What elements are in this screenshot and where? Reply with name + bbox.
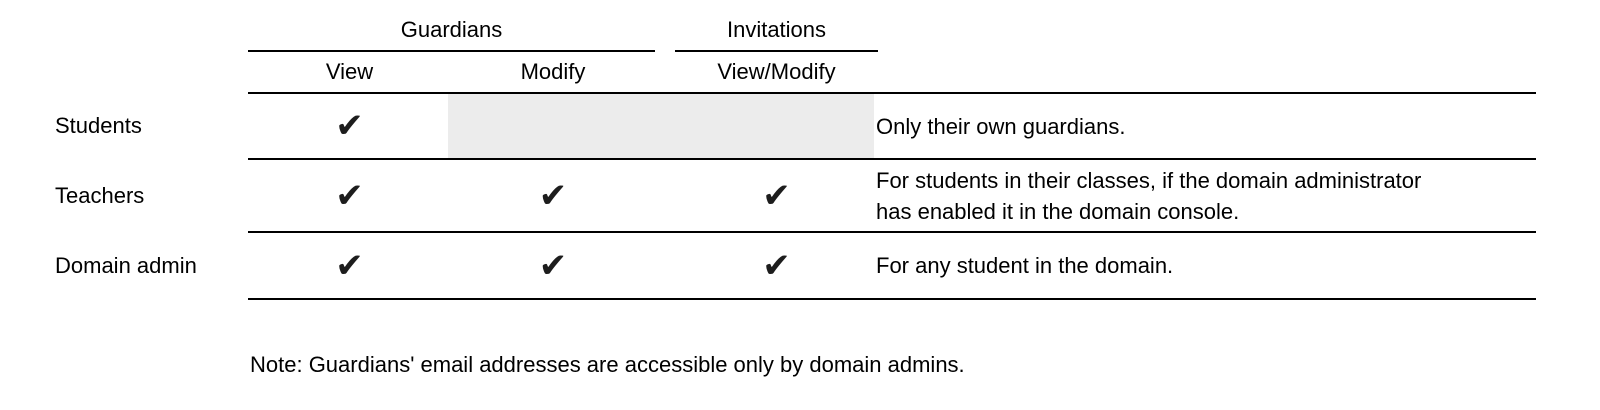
row-rule-teachers — [248, 231, 1536, 233]
check-icon: ✔ — [335, 106, 364, 146]
row-label-students: Students — [55, 113, 142, 138]
domain-admin-note: For any student in the domain. — [876, 233, 1556, 298]
column-header-view: View — [325, 59, 374, 84]
note-line: has enabled it in the domain console. — [876, 198, 1240, 224]
students-guardians-view-cell: ✔ — [248, 94, 451, 158]
teachers-guardians-modify-cell: ✔ — [451, 160, 655, 231]
teachers-invitations-view-modify-cell: ✔ — [675, 160, 878, 231]
domain-admin-guardians-modify-cell: ✔ — [451, 233, 655, 298]
column-header-view-modify: View/Modify — [717, 59, 836, 84]
check-icon: ✔ — [762, 175, 791, 216]
check-icon: ✔ — [762, 245, 791, 286]
check-icon: ✔ — [538, 175, 568, 216]
header-rule — [248, 92, 1536, 94]
check-icon: ✔ — [335, 175, 364, 216]
row-label-domain-admin: Domain admin — [55, 252, 197, 278]
check-icon: ✔ — [335, 245, 364, 286]
column-group-guardians: Guardians — [400, 17, 503, 42]
domain-admin-guardians-view-cell: ✔ — [248, 233, 451, 298]
row-rule-students — [248, 158, 1536, 160]
guardians-underline — [248, 50, 655, 52]
students-na-region — [448, 94, 874, 158]
row-label-teachers: Teachers — [55, 182, 145, 208]
students-note: Only their own guardians. — [876, 94, 1556, 158]
column-header-modify: Modify — [520, 59, 586, 84]
column-group-invitations: Invitations — [726, 17, 827, 42]
row-rule-domain-admin — [248, 298, 1536, 300]
footnote: Note: Guardians' email addresses are acc… — [250, 352, 965, 377]
note-line: For students in their classes, if the do… — [876, 167, 1422, 193]
note-line: For any student in the domain. — [876, 253, 1174, 278]
note-line: Only their own guardians. — [876, 113, 1126, 139]
check-icon: ✔ — [538, 245, 568, 286]
teachers-note: For students in their classes, if the do… — [876, 160, 1556, 231]
domain-admin-invitations-view-modify-cell: ✔ — [675, 233, 878, 298]
teachers-guardians-view-cell: ✔ — [248, 160, 451, 231]
invitations-underline — [675, 50, 878, 52]
